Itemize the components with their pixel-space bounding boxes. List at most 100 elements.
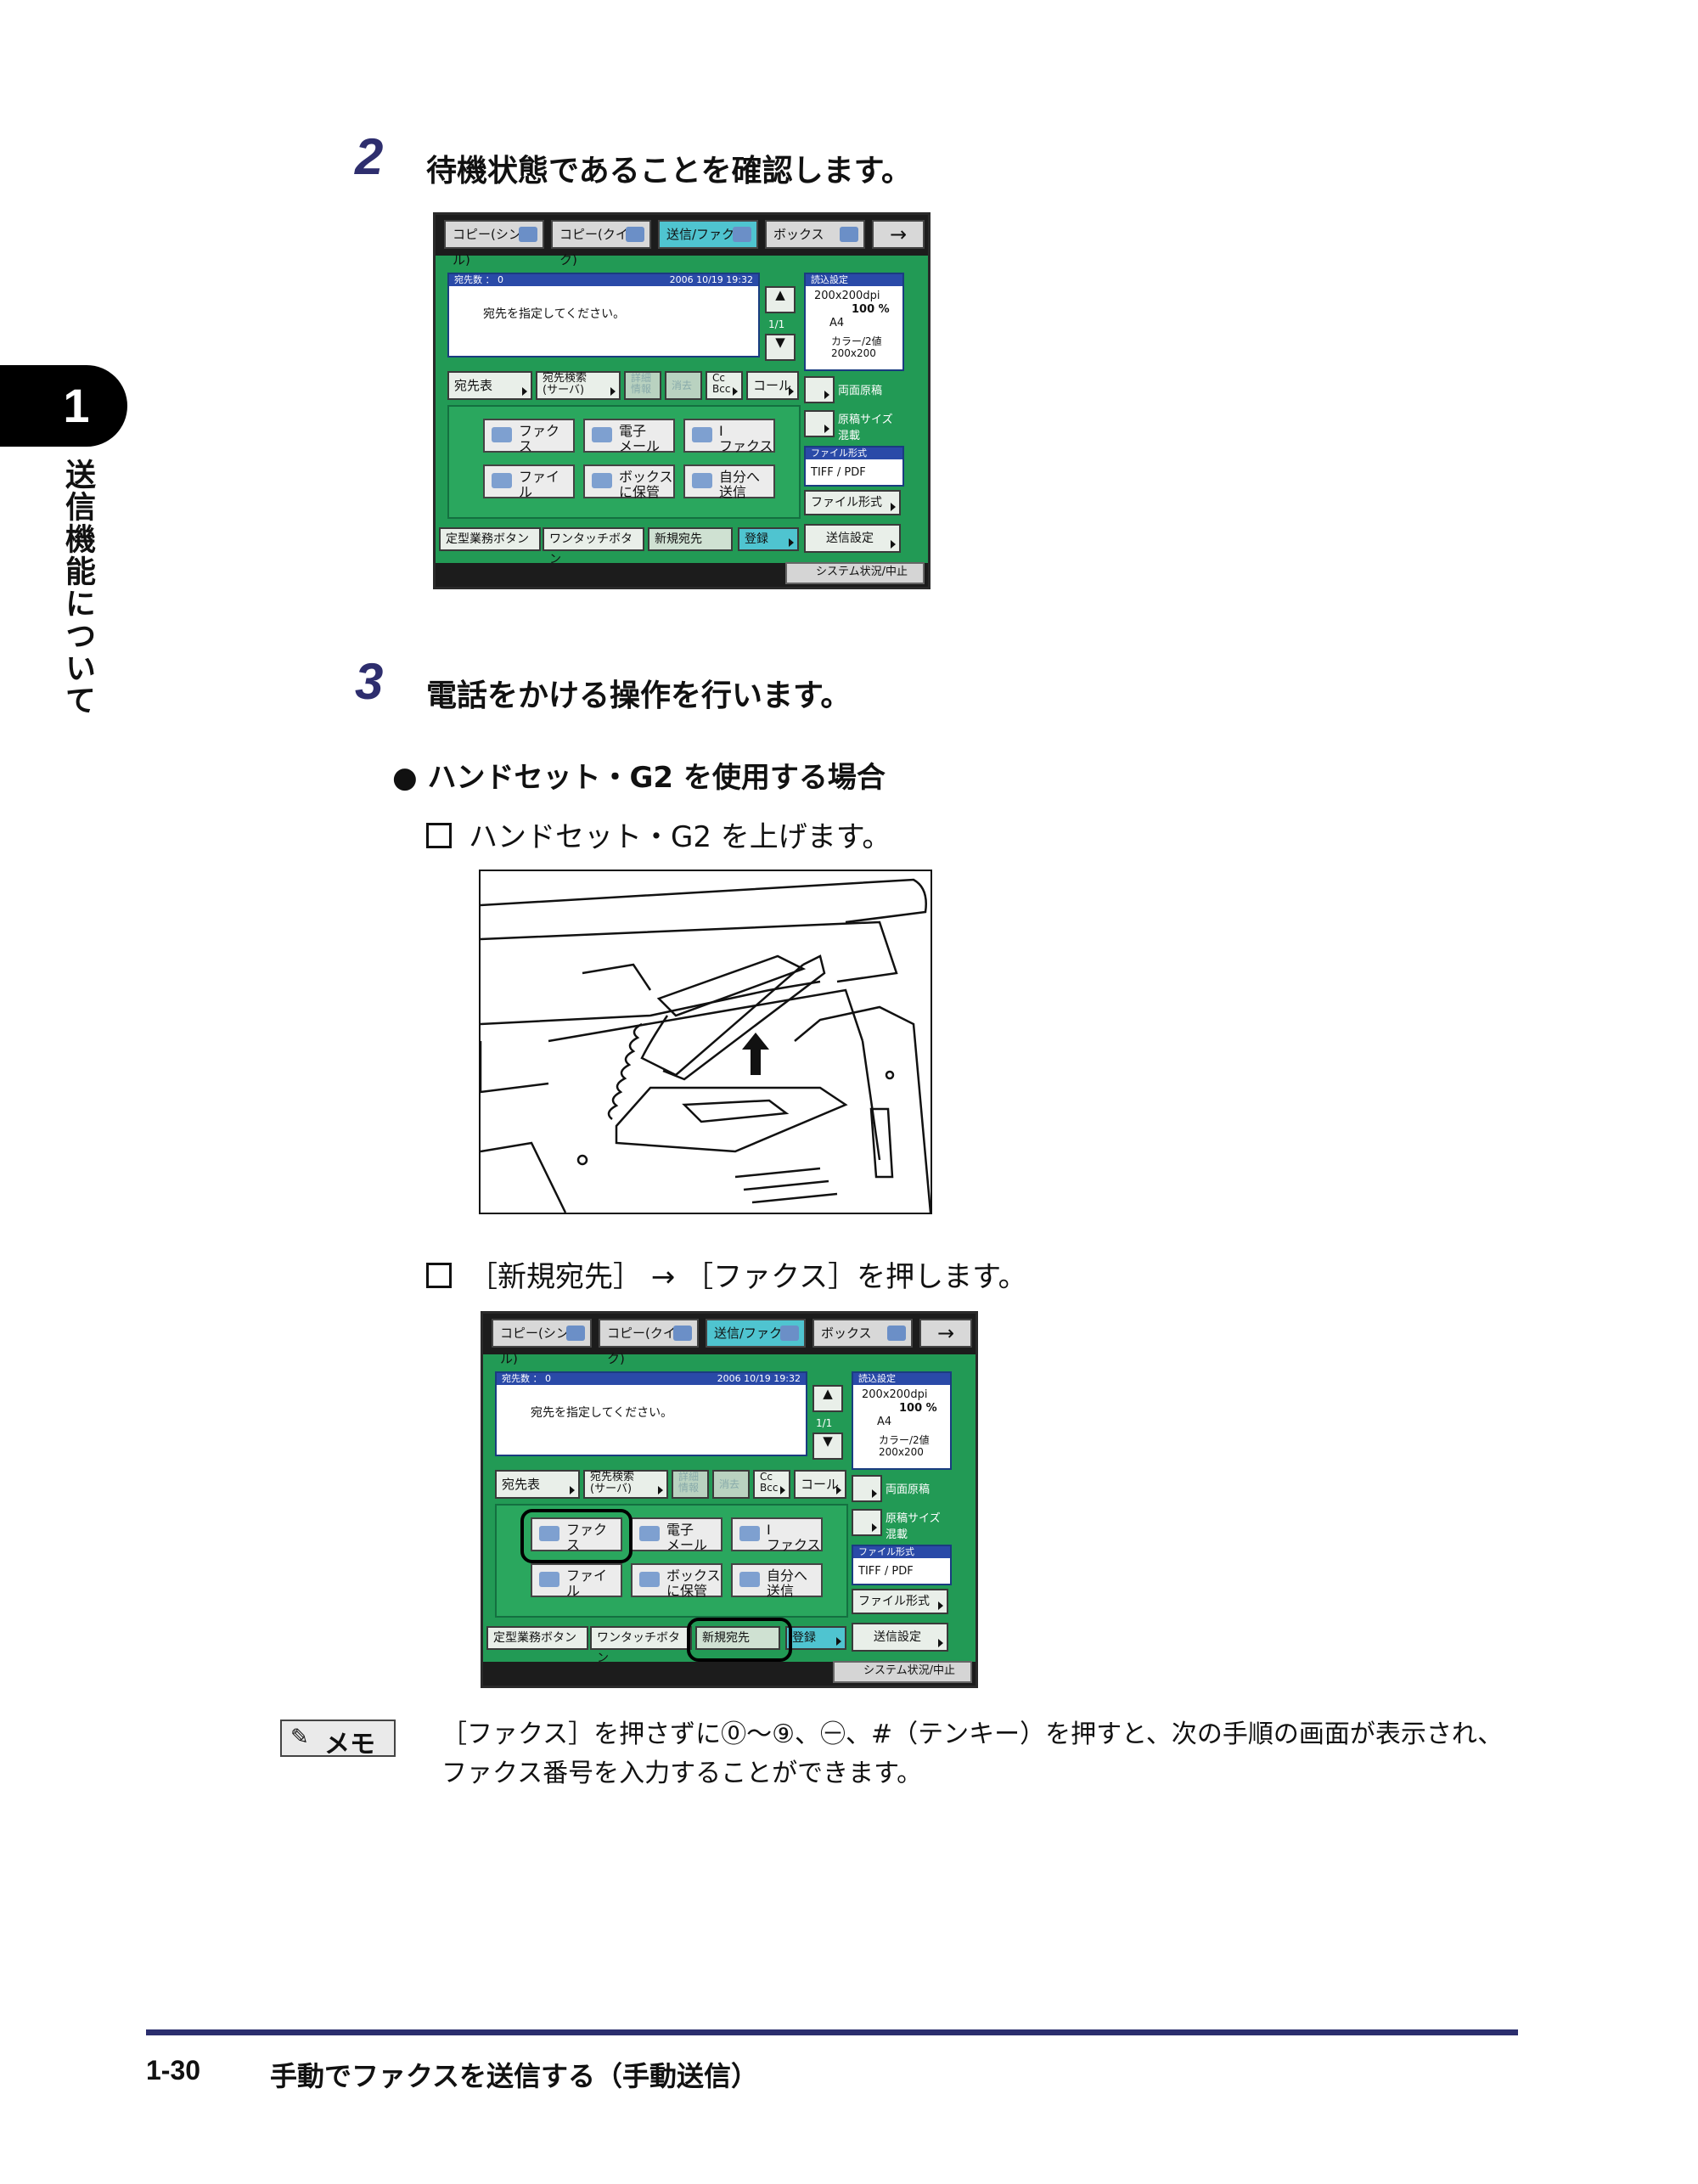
ifax-icon — [739, 1526, 760, 1541]
checklist-item: ハンドセット・G2 を上げます。 — [426, 813, 891, 855]
duplex-button[interactable] — [804, 376, 835, 403]
tab-send-fax[interactable]: 送信/ファクス — [706, 1319, 806, 1348]
register-button[interactable]: 登録 — [738, 527, 799, 551]
call-button[interactable]: コール — [794, 1470, 846, 1499]
footer-rule — [146, 2029, 1518, 2035]
original-size-label: 原稿サイズ 混載 — [886, 1512, 941, 1541]
scroll-down-button[interactable]: ▼ — [812, 1433, 843, 1460]
next-tab-arrow[interactable]: → — [872, 220, 925, 249]
email-button[interactable]: 電子 メール — [583, 419, 675, 453]
email-icon — [639, 1526, 660, 1541]
subheading: ● ハンドセット・G2 を使用する場合 — [392, 761, 886, 795]
user-icon — [692, 473, 712, 488]
call-button[interactable]: コール — [746, 371, 799, 400]
address-book-button[interactable]: 宛先表 — [495, 1470, 580, 1499]
clear-button[interactable]: 消去 — [712, 1470, 750, 1499]
tab-copy-simple[interactable]: コピー(シンプル) — [444, 220, 544, 267]
destination-prompt: 宛先を指定してください。 — [531, 1406, 673, 1420]
system-status-button[interactable]: システム状況/中止 — [833, 1661, 972, 1683]
one-touch-button[interactable]: ワンタッチボタン — [543, 527, 644, 566]
fax-icon — [492, 427, 512, 442]
tab-box[interactable]: ボックス — [765, 220, 865, 249]
file-format-button[interactable]: ファイル形式 — [804, 490, 901, 515]
duplex-label: 両面原稿 — [838, 385, 883, 397]
box-icon — [887, 1326, 906, 1341]
destination-prompt: 宛先を指定してください。 — [483, 307, 626, 321]
file-icon — [539, 1572, 559, 1587]
original-size-button[interactable] — [804, 410, 835, 437]
tab-bar: コピー(シンプル) コピー(クイック) 送信/ファクス ボックス → — [436, 215, 928, 267]
memo-badge: ✎ メモ — [280, 1720, 396, 1759]
copy-icon — [566, 1326, 585, 1341]
copy-icon — [519, 227, 537, 242]
ifax-button[interactable]: I ファクス — [731, 1517, 823, 1552]
send-settings-button[interactable]: 送信設定 — [804, 524, 901, 553]
box-icon — [840, 227, 858, 242]
routine-job-button[interactable]: 定型業務ボタン — [439, 527, 541, 551]
new-destination-button[interactable]: 新規宛先 — [648, 527, 733, 551]
new-destination-button[interactable]: 新規宛先 — [695, 1626, 780, 1650]
ifax-icon — [692, 427, 712, 442]
store-to-box-button[interactable]: ボックス に保管 — [583, 464, 675, 499]
tab-box[interactable]: ボックス — [812, 1319, 913, 1348]
fax-icon — [780, 1326, 799, 1341]
copy-icon — [626, 227, 644, 242]
ifax-button[interactable]: I ファクス — [683, 419, 775, 453]
address-search-button[interactable]: 宛先検索 (サーバ) — [583, 1470, 668, 1499]
up-arrow-icon — [742, 1033, 769, 1075]
send-to-myself-button[interactable]: 自分へ 送信 — [731, 1563, 823, 1598]
fax-button[interactable]: ファクス — [531, 1517, 622, 1552]
checklist-item: ［新規宛先］ → ［ファクス］を押します。 — [426, 1253, 1027, 1295]
address-book-button[interactable]: 宛先表 — [447, 371, 532, 400]
file-format-info: ファイル形式 TIFF / PDF — [804, 446, 904, 487]
address-search-button[interactable]: 宛先検索 (サーバ) — [536, 371, 621, 400]
tab-copy-simple[interactable]: コピー(シンプル) — [492, 1319, 592, 1366]
pencil-icon: ✎ — [290, 1725, 309, 1750]
handset-illustration — [479, 870, 932, 1214]
cc-bcc-button[interactable]: Cc Bcc — [753, 1470, 790, 1499]
file-icon — [492, 473, 512, 488]
scroll-up-button[interactable]: ▲ — [765, 286, 796, 313]
clear-button[interactable]: 消去 — [665, 371, 702, 400]
handset-drawing — [479, 878, 932, 1213]
tab-bar: コピー(シンプル) コピー(クイック) 送信/ファクス ボックス → — [483, 1314, 976, 1366]
step-text: 待機状態であることを確認します。 — [426, 154, 913, 189]
chapter-tab — [0, 365, 127, 447]
box-icon — [639, 1572, 660, 1587]
page-number: 1-30 — [146, 2055, 201, 2085]
email-button[interactable]: 電子 メール — [631, 1517, 722, 1552]
register-button[interactable]: 登録 — [785, 1626, 846, 1650]
one-touch-button[interactable]: ワンタッチボタン — [590, 1626, 692, 1665]
highlight-new-destination — [687, 1618, 792, 1662]
scroll-up-button[interactable]: ▲ — [812, 1385, 843, 1412]
original-size-button[interactable] — [852, 1509, 882, 1536]
fax-button[interactable]: ファクス — [483, 419, 575, 453]
file-button[interactable]: ファイル — [531, 1563, 622, 1598]
cc-bcc-button[interactable]: Cc Bcc — [706, 371, 743, 400]
checkbox-icon — [426, 1263, 452, 1288]
page-indicator: 1/1 — [768, 318, 785, 330]
chapter-title: 送信機能について — [60, 459, 95, 717]
memo-label: メモ — [324, 1730, 375, 1759]
file-button[interactable]: ファイル — [483, 464, 575, 499]
highlight-fax — [520, 1509, 633, 1563]
system-status-button[interactable]: システム状況/中止 — [785, 562, 925, 584]
tab-copy-quick[interactable]: コピー(クイック) — [551, 220, 651, 267]
tab-copy-quick[interactable]: コピー(クイック) — [599, 1319, 699, 1366]
file-format-button[interactable]: ファイル形式 — [852, 1589, 948, 1614]
details-button[interactable]: 詳細 情報 — [672, 1470, 709, 1499]
scroll-down-button[interactable]: ▼ — [765, 334, 796, 361]
store-to-box-button[interactable]: ボックス に保管 — [631, 1563, 722, 1598]
next-tab-arrow[interactable]: → — [919, 1319, 972, 1348]
send-to-myself-button[interactable]: 自分へ 送信 — [683, 464, 775, 499]
control-panel-screenshot: コピー(シンプル) コピー(クイック) 送信/ファクス ボックス → 宛先数 ：… — [481, 1311, 978, 1688]
send-settings-button[interactable]: 送信設定 — [852, 1623, 948, 1652]
details-button[interactable]: 詳細 情報 — [624, 371, 661, 400]
copy-icon — [673, 1326, 692, 1341]
duplex-button[interactable] — [852, 1475, 882, 1502]
destination-type-area: ファクス 電子 メール I ファクス ファイル ボックス に保管 自分へ 送信 — [495, 1504, 848, 1618]
tab-send-fax[interactable]: 送信/ファクス — [658, 220, 758, 249]
control-panel-screenshot: コピー(シンプル) コピー(クイック) 送信/ファクス ボックス → 宛先数 ：… — [433, 212, 931, 589]
routine-job-button[interactable]: 定型業務ボタン — [486, 1626, 588, 1650]
